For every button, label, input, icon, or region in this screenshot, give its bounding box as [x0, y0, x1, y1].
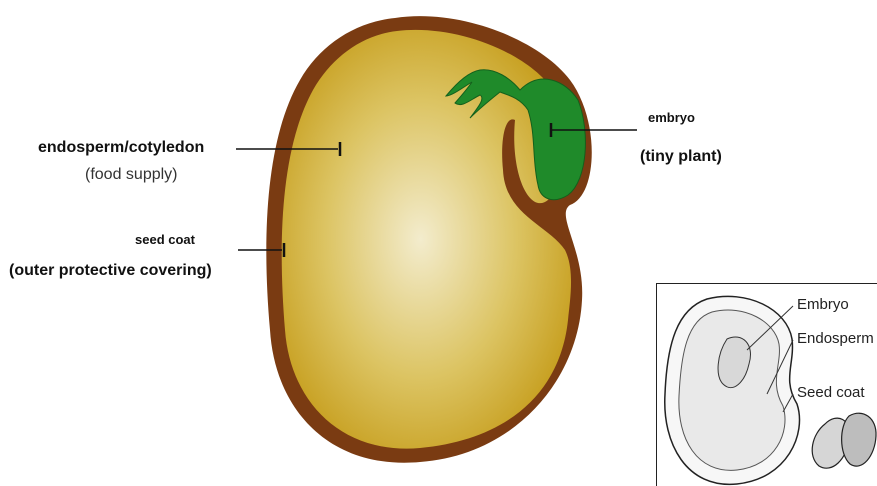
endosperm-sublabel: (food supply) [85, 166, 178, 184]
inset-endosperm-label: Endosperm [797, 330, 874, 347]
inset-half-seed-b [842, 413, 876, 466]
endosperm-label: endosperm/cotyledon [38, 139, 204, 157]
embryo-sublabel: (tiny plant) [640, 148, 722, 166]
seed-coat-label: seed coat [135, 232, 195, 247]
seed-coat-sublabel: (outer protective covering) [9, 262, 212, 280]
embryo-label: embryo [648, 110, 695, 125]
inset-seed-figure: Embryo Endosperm Seed coat [656, 283, 877, 486]
inset-seed-coat-label: Seed coat [797, 384, 865, 401]
inset-embryo-label: Embryo [797, 296, 849, 313]
